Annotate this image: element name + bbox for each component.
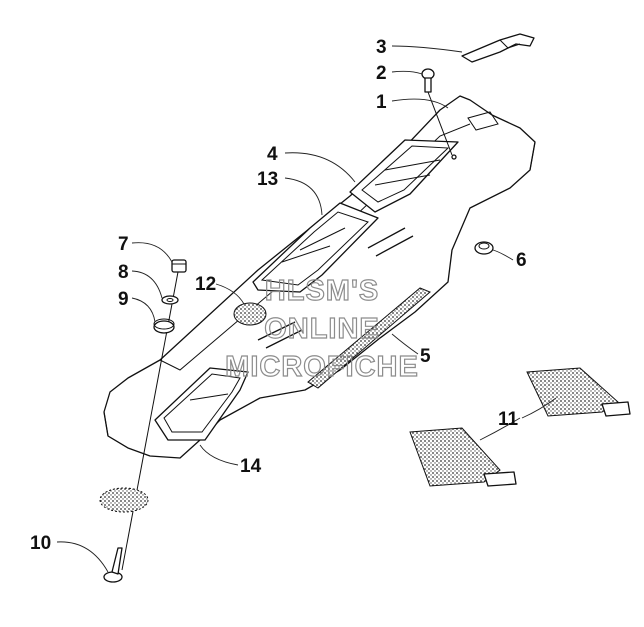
washer-outline: [99, 487, 149, 513]
callout-labels: 3 2 1 4 13 5 6 7 8 9 10 11 12 14: [30, 37, 527, 554]
washer-8: [161, 295, 179, 305]
callout-8: 8: [118, 262, 129, 283]
callout-9: 9: [118, 289, 129, 310]
callout-12: 12: [195, 274, 216, 295]
callout-7: 7: [118, 234, 129, 255]
nut-7: [171, 259, 187, 273]
decal-14: [154, 367, 249, 441]
callout-14: 14: [240, 456, 262, 477]
callout-2: 2: [376, 63, 387, 84]
callout-3: 3: [376, 37, 387, 58]
clip-3: [461, 33, 535, 63]
screw-10: [103, 547, 123, 583]
plate-slots: [257, 227, 414, 349]
watermark-line-2: ONLINE: [264, 313, 380, 345]
grip-strips-11: [409, 367, 631, 487]
watermark-line-1: HLSM'S: [265, 275, 379, 307]
grip-strip-5: [307, 287, 431, 389]
patch-12: [233, 302, 267, 326]
callout-13: 13: [257, 169, 278, 190]
decal-4: [349, 139, 459, 213]
callout-1: 1: [376, 92, 387, 113]
callout-6: 6: [516, 250, 527, 271]
push-pin-2: [421, 68, 457, 160]
callout-11: 11: [498, 409, 519, 430]
watermark: HLSM'S ONLINE MICROFICHE: [225, 274, 419, 383]
spacer-9: [153, 318, 175, 334]
watermark-line-3: MICROFICHE: [225, 351, 419, 383]
callout-5: 5: [420, 346, 431, 367]
decal-13: [252, 202, 379, 293]
grommet-6: [474, 241, 494, 255]
callout-10: 10: [30, 533, 51, 554]
hardware-stack: [121, 259, 187, 571]
callout-4: 4: [267, 144, 278, 165]
leader-lines: [56, 45, 557, 573]
